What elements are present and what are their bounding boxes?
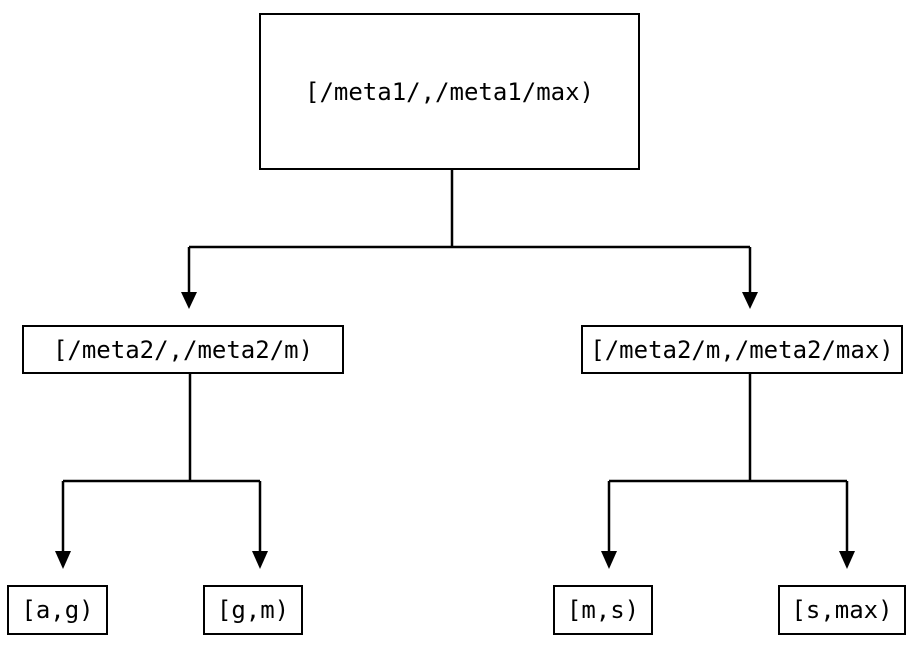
node-root: [/meta1/,/meta1/max) xyxy=(259,13,640,170)
arrowhead-leaf-ms xyxy=(601,551,617,569)
arrowhead-mid-right xyxy=(742,292,758,309)
node-leaf-gm: [g,m) xyxy=(203,585,303,635)
node-mid-right-label: [/meta2/m,/meta2/max) xyxy=(590,335,894,364)
node-mid-left-label: [/meta2/,/meta2/m) xyxy=(52,335,314,364)
node-leaf-gm-label: [g,m) xyxy=(216,596,290,624)
arrowhead-leaf-ag xyxy=(55,551,71,569)
arrowhead-leaf-smax xyxy=(839,551,855,569)
node-root-label: [/meta1/,/meta1/max) xyxy=(305,77,594,106)
node-mid-right: [/meta2/m,/meta2/max) xyxy=(581,325,903,374)
node-leaf-ms: [m,s) xyxy=(553,585,653,635)
node-leaf-ag-label: [a,g) xyxy=(21,596,94,624)
arrowhead-mid-left xyxy=(181,292,197,309)
node-leaf-smax: [s,max) xyxy=(778,585,906,635)
node-leaf-smax-label: [s,max) xyxy=(791,596,893,624)
node-leaf-ms-label: [m,s) xyxy=(566,596,640,624)
node-leaf-ag: [a,g) xyxy=(7,585,108,635)
node-mid-left: [/meta2/,/meta2/m) xyxy=(22,325,344,374)
arrowhead-leaf-gm xyxy=(252,551,268,569)
